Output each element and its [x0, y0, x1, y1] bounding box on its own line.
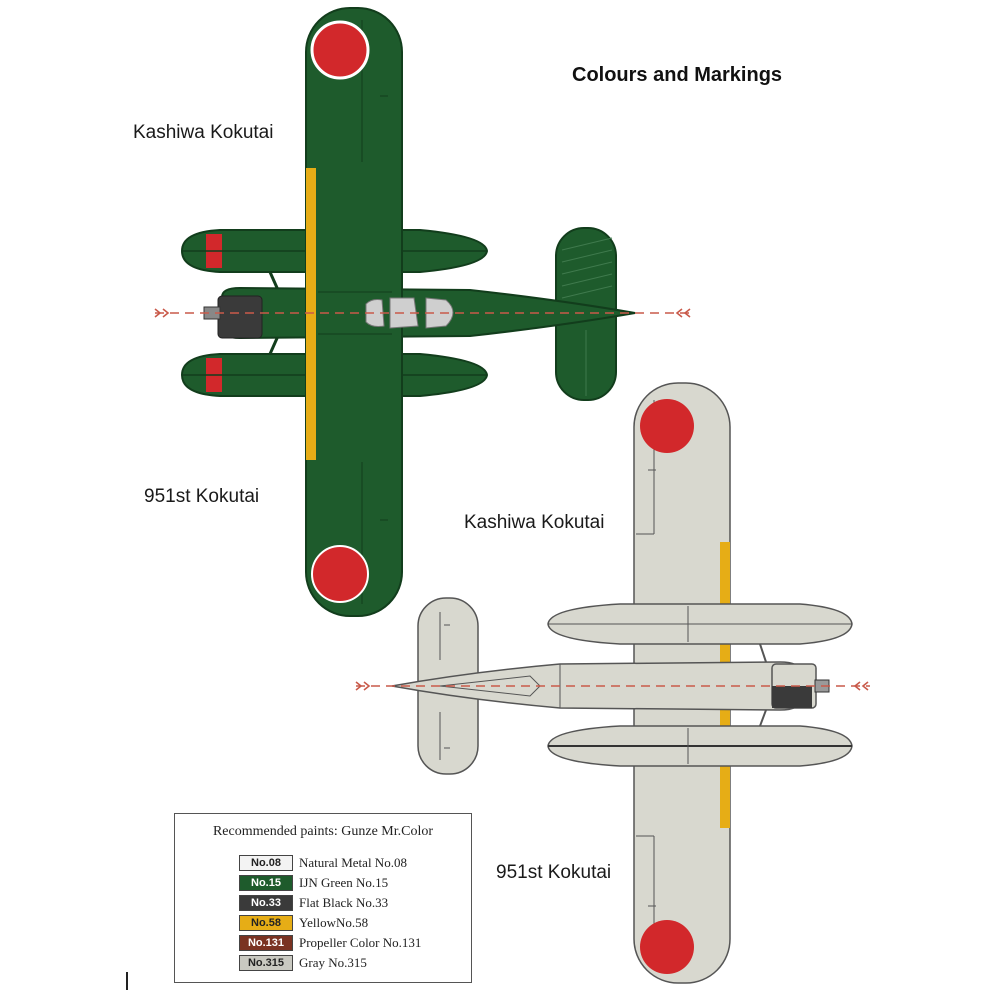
- green-leading-edge-stripe: [306, 168, 316, 460]
- paint-legend: Recommended paints: Gunze Mr.Color No.08…: [174, 813, 472, 983]
- green-aircraft: [154, 7, 692, 617]
- gray-hinomaru-top: [640, 399, 694, 453]
- paint-swatch: No.15: [239, 875, 293, 891]
- green-hinomaru-top: [310, 20, 370, 80]
- page-title: Colours and Markings: [572, 64, 783, 86]
- green-engine: [217, 295, 263, 339]
- gray-top-unit-label: Kashiwa Kokutai: [464, 512, 605, 533]
- paint-swatch: No.315: [239, 955, 293, 971]
- green-wing: [305, 7, 403, 617]
- green-tailplane-lines: [561, 237, 613, 396]
- green-hinomaru-bottom: [311, 545, 369, 603]
- legend-title: Recommended paints: Gunze Mr.Color: [212, 824, 434, 839]
- paint-name: Flat Black No.33: [299, 895, 389, 910]
- gray-float-upper: [547, 603, 853, 645]
- gray-float-lower: [547, 725, 853, 767]
- paint-swatch: No.08: [239, 855, 293, 871]
- paint-swatch: No.58: [239, 915, 293, 931]
- gray-hinomaru-bottom: [640, 920, 694, 974]
- gray-bottom-unit-label: 951st Kokutai: [496, 862, 612, 883]
- corner-mark: [126, 972, 128, 990]
- paint-name: IJN Green No.15: [299, 875, 389, 890]
- gray-aircraft: [355, 382, 870, 984]
- paint-swatch: No.131: [239, 935, 293, 951]
- green-canopy: [365, 297, 454, 329]
- green-top-unit-label: Kashiwa Kokutai: [133, 122, 274, 143]
- paint-name: Propeller Color No.131: [299, 935, 422, 950]
- paint-name: Gray No.315: [299, 955, 367, 970]
- green-bottom-unit-label: 951st Kokutai: [144, 486, 260, 507]
- paint-name: YellowNo.58: [299, 915, 369, 930]
- paint-swatch: No.33: [239, 895, 293, 911]
- paint-name: Natural Metal No.08: [299, 855, 407, 870]
